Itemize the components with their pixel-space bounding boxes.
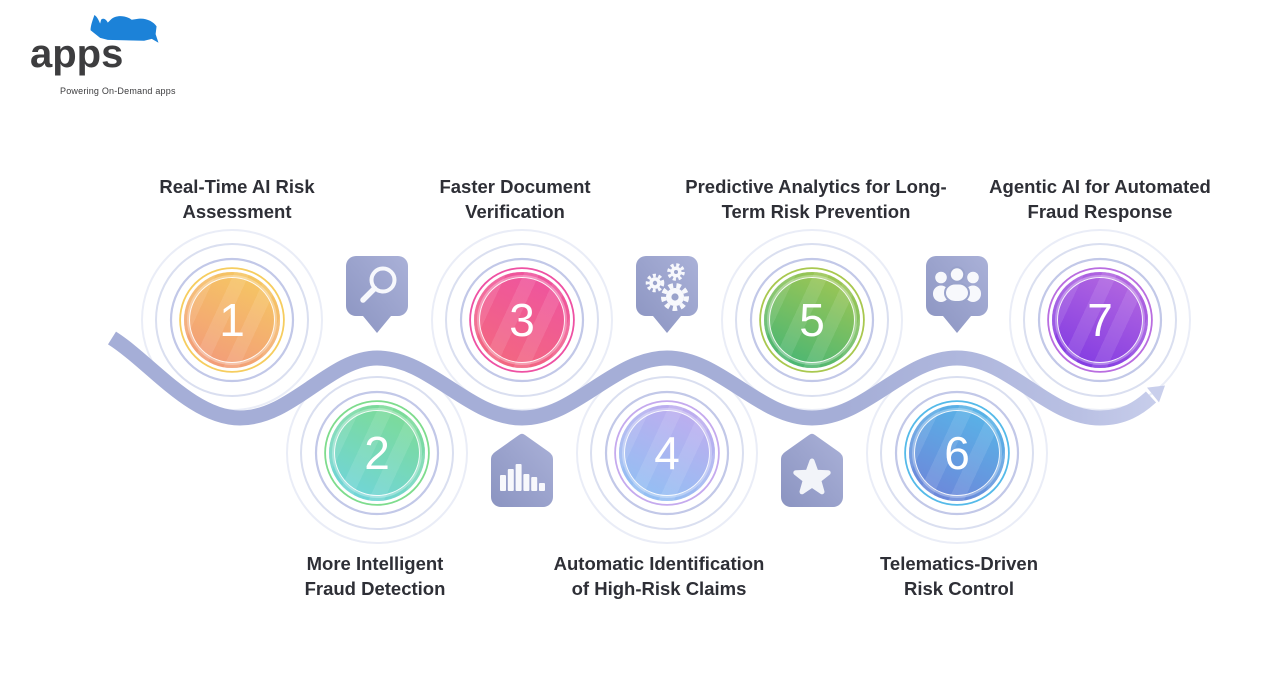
step-5-circle: 5	[764, 272, 860, 368]
step-2-number: 2	[364, 427, 390, 479]
search-icon	[360, 266, 397, 303]
team-badge	[926, 256, 988, 333]
step-7-number: 7	[1087, 294, 1113, 346]
step-2-circle: 2	[329, 405, 425, 501]
star-badge	[781, 433, 843, 507]
halo-step-3	[431, 229, 613, 411]
bar-chart-icon	[500, 464, 545, 491]
brand-logo: apps Powering On-Demand apps	[28, 10, 218, 96]
step-1-number: 1	[219, 294, 245, 346]
team-icon	[933, 266, 981, 303]
step-4-number: 4	[654, 427, 680, 479]
gears-badge	[636, 256, 698, 333]
step-6-number: 6	[944, 427, 970, 479]
step-6-circle: 6	[909, 405, 1005, 501]
arrow-head-icon	[1147, 385, 1165, 403]
bar-chart-badge	[491, 433, 553, 507]
step-4-circle: 4	[619, 405, 715, 501]
rhino-icon	[90, 14, 159, 43]
timeline-wave-path	[107, 331, 1157, 426]
star-icon	[793, 458, 831, 495]
step-7-circle: 7	[1052, 272, 1148, 368]
halo-step-7	[1009, 229, 1191, 411]
brand-tagline: Powering On-Demand apps	[60, 86, 176, 96]
halo-rings	[141, 229, 1191, 544]
step-1-circle: 1	[184, 272, 280, 368]
step-3-circle: 3	[474, 272, 570, 368]
search-badge	[346, 256, 408, 333]
step-5-title: Predictive Analytics for Long-Term Risk …	[685, 176, 947, 222]
halo-step-5	[721, 229, 903, 411]
step-3-number: 3	[509, 294, 535, 346]
step-5-number: 5	[799, 294, 825, 346]
brand-name: apps	[30, 32, 124, 76]
gears-icon	[645, 263, 689, 311]
